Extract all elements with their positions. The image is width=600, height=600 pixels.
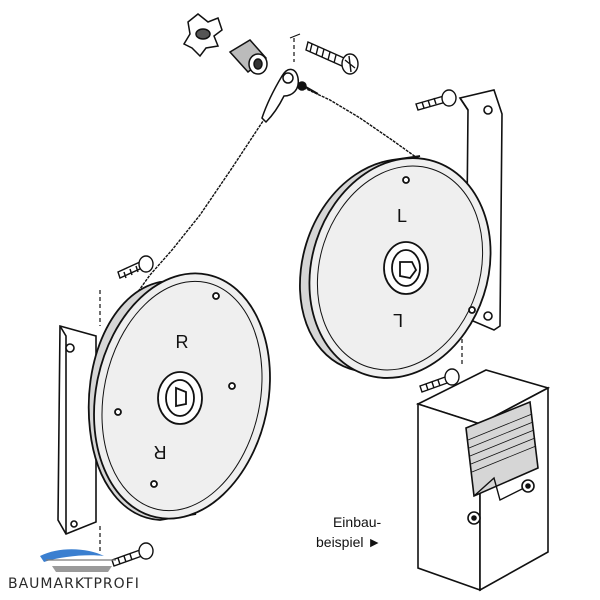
- right-reel-label-top: L: [397, 206, 407, 226]
- screw-icon: [415, 89, 457, 111]
- arrow-right-icon: ►: [367, 534, 382, 550]
- left-reel-label-bottom: R: [154, 442, 167, 462]
- reel-icon: [87, 272, 271, 521]
- screw-icon: [419, 368, 460, 393]
- spacer-icon: [228, 39, 268, 75]
- cable-eyelet: [261, 68, 319, 124]
- left-reel-label-top: R: [176, 332, 189, 352]
- reel-icon: [299, 155, 492, 379]
- wing-nut-icon: [182, 13, 223, 58]
- guide-dash-top-2: [289, 33, 301, 39]
- screw-icon: [305, 41, 359, 75]
- housing-icon: [415, 369, 551, 592]
- caption-line-2: beispiel ►: [316, 532, 381, 552]
- caption-line-2-text: beispiel: [316, 534, 364, 550]
- brand-logo-text: BAUMARKTPROFI: [8, 576, 140, 592]
- screw-icon: [117, 255, 154, 279]
- caption-line-1: Einbau-: [332, 514, 382, 530]
- right-reel-label-bottom: L: [393, 310, 403, 330]
- logo-mark: [40, 549, 116, 572]
- screw-icon: [111, 542, 154, 567]
- bracket-icon: [57, 324, 97, 536]
- installation-example-caption: Einbau- beispiel ►: [316, 512, 381, 552]
